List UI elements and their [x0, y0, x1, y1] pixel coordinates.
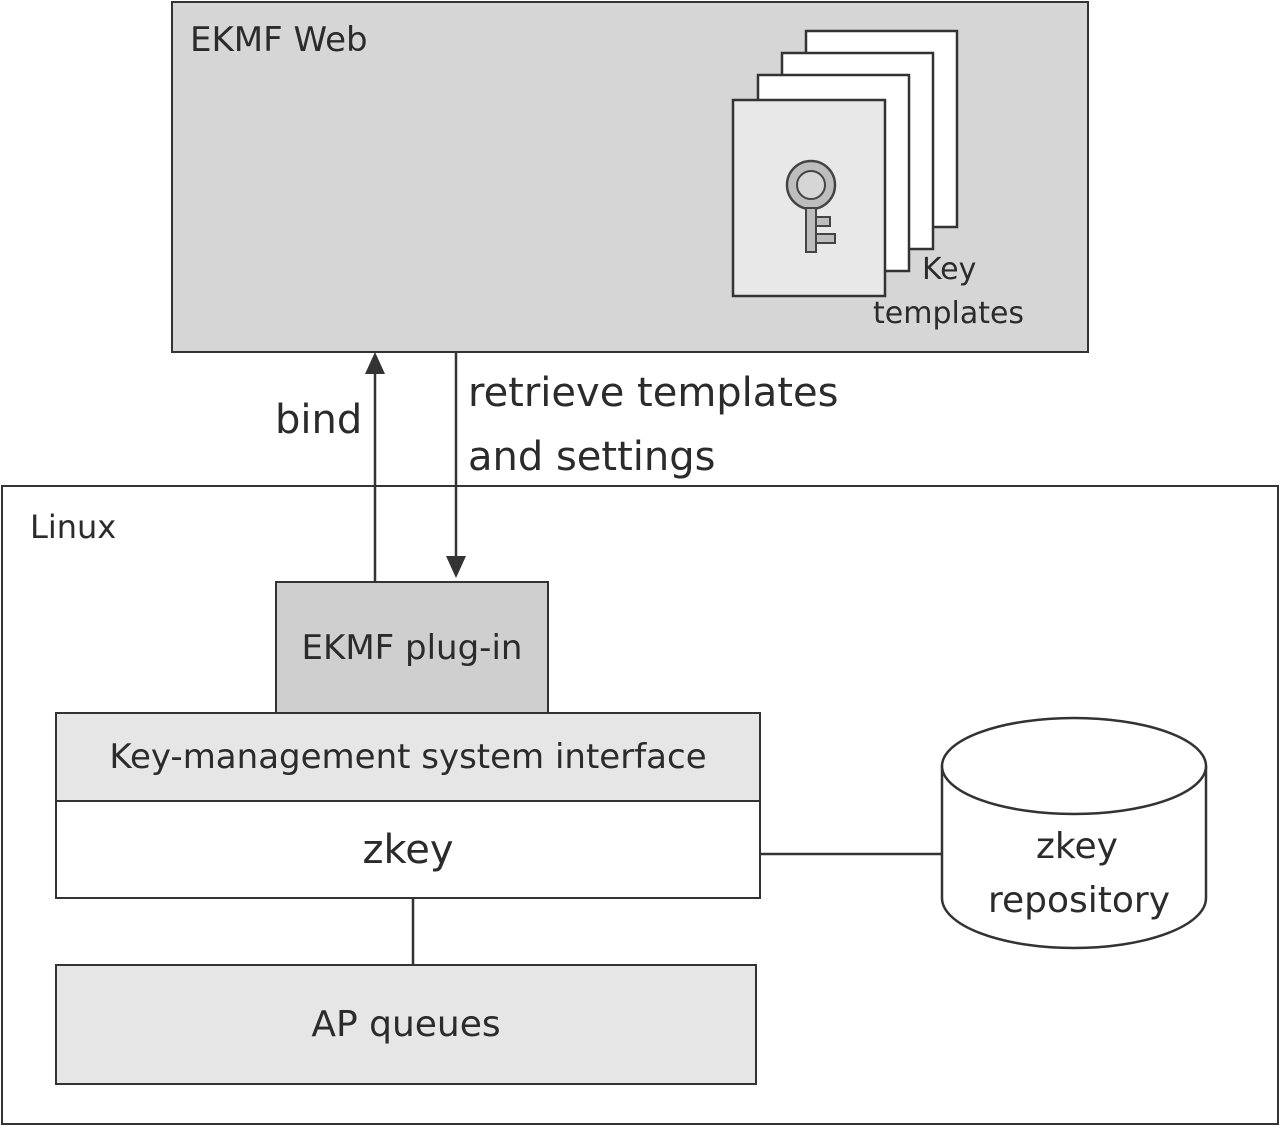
zkey-label: zkey [362, 826, 454, 873]
kms-interface-label: Key-management system interface [109, 737, 707, 777]
ekmf-web-title: EKMF Web [190, 20, 368, 60]
ap-queues-label: AP queues [311, 1004, 501, 1045]
linux-title: Linux [30, 508, 117, 546]
ap-queues-box: AP queues [55, 964, 757, 1085]
key-templates-label-line1: Key [922, 252, 977, 287]
key-templates-label-line2: templates [873, 296, 1025, 331]
bind-arrow [365, 352, 385, 582]
zkey-repository-label-line1: zkey [1036, 826, 1118, 867]
retrieve-label-line1: retrieve templates [468, 370, 839, 416]
zkey-repository-label-line2: repository [988, 880, 1171, 921]
kms-interface-box: Key-management system interface [55, 712, 761, 802]
bind-label: bind [275, 397, 363, 443]
ekmf-plugin-label: EKMF plug-in [301, 627, 523, 668]
zkey-box: zkey [55, 800, 761, 899]
retrieve-label-line2: and settings [468, 434, 716, 480]
ekmf-plugin-box: EKMF plug-in [275, 581, 549, 714]
key-icon [785, 159, 837, 253]
retrieve-arrow [446, 353, 466, 578]
